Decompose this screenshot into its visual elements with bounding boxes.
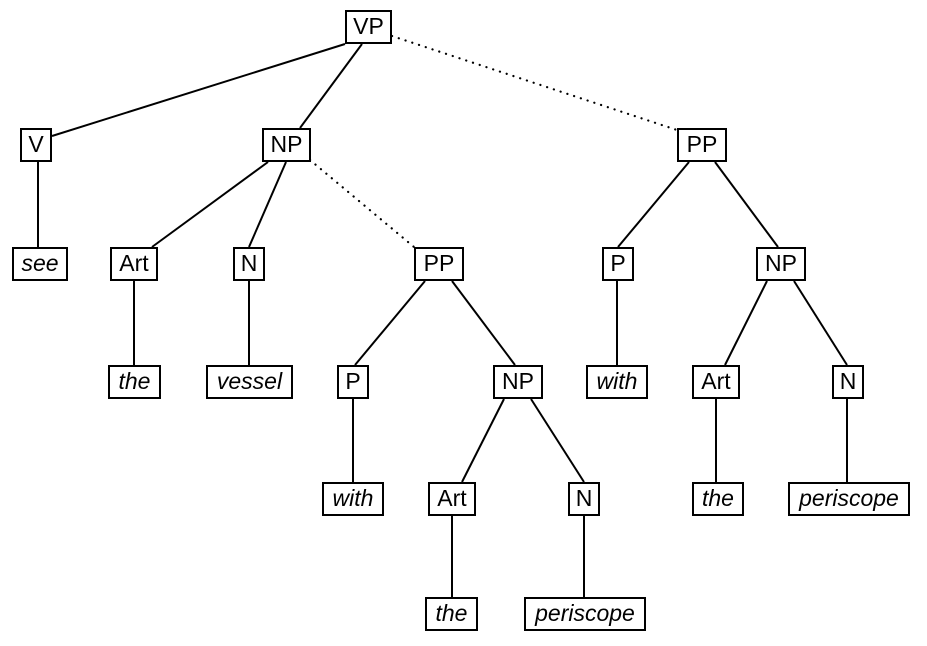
tree-node-pp_mid: PP: [414, 247, 464, 281]
tree-node-label: N: [240, 249, 258, 276]
tree-edge: [451, 280, 516, 366]
tree-edge: [714, 161, 779, 248]
tree-node-label: V: [28, 130, 44, 157]
tree-node-the1: the: [108, 365, 161, 399]
tree-node-np1: NP: [262, 128, 311, 162]
tree-node-label: PP: [686, 130, 718, 157]
tree-node-label: see: [21, 249, 59, 276]
tree-node-peri_r: periscope: [788, 482, 910, 516]
tree-node-label: N: [575, 484, 593, 511]
tree-edge: [248, 161, 287, 248]
tree-node-label: periscope: [535, 599, 635, 626]
tree-node-label: the: [435, 599, 468, 626]
tree-edge: [461, 398, 505, 483]
tree-node-n1: N: [233, 247, 265, 281]
tree-node-peri_m: periscope: [524, 597, 646, 631]
tree-node-vp: VP: [345, 10, 392, 44]
tree-node-np_mid: NP: [493, 365, 543, 399]
tree-node-the_r: the: [692, 482, 744, 516]
tree-edge: [530, 398, 585, 483]
tree-edge: [793, 280, 848, 366]
tree-node-art_right: Art: [692, 365, 740, 399]
tree-node-label: vessel: [216, 367, 283, 394]
tree-node-label: VP: [353, 12, 384, 39]
tree-node-n_right: N: [832, 365, 864, 399]
tree-node-label: Art: [701, 367, 731, 394]
tree-node-with_r: with: [586, 365, 648, 399]
tree-node-label: NP: [270, 130, 303, 157]
tree-edge: [390, 34, 679, 132]
tree-node-label: with: [332, 484, 374, 511]
tree-node-v: V: [20, 128, 52, 162]
tree-node-label: Art: [437, 484, 467, 511]
tree-node-label: N: [839, 367, 857, 394]
tree-node-label: the: [702, 484, 734, 511]
tree-node-label: P: [345, 367, 361, 394]
tree-edge: [724, 280, 768, 366]
tree-edge: [51, 43, 346, 137]
tree-node-label: NP: [502, 367, 534, 394]
tree-node-art1: Art: [110, 247, 158, 281]
tree-edge: [617, 161, 690, 248]
tree-node-label: NP: [765, 249, 797, 276]
tree-edge: [354, 280, 426, 366]
tree-node-art_mid: Art: [428, 482, 476, 516]
tree-node-the_m: the: [425, 597, 478, 631]
tree-node-p_right: P: [602, 247, 634, 281]
tree-node-label: periscope: [799, 484, 899, 511]
tree-edge: [299, 43, 363, 129]
tree-node-np_right: NP: [756, 247, 806, 281]
tree-node-with_m: with: [322, 482, 384, 516]
tree-edge: [308, 158, 416, 249]
tree-node-see: see: [12, 247, 68, 281]
tree-node-pp_top: PP: [677, 128, 727, 162]
tree-node-vessel: vessel: [206, 365, 293, 399]
tree-node-label: the: [118, 367, 151, 394]
tree-node-label: P: [610, 249, 626, 276]
tree-edge: [151, 161, 269, 248]
tree-node-label: with: [596, 367, 638, 394]
tree-node-n_mid: N: [568, 482, 600, 516]
tree-node-p_mid: P: [337, 365, 369, 399]
tree-node-label: PP: [423, 249, 455, 276]
tree-node-label: Art: [119, 249, 149, 276]
